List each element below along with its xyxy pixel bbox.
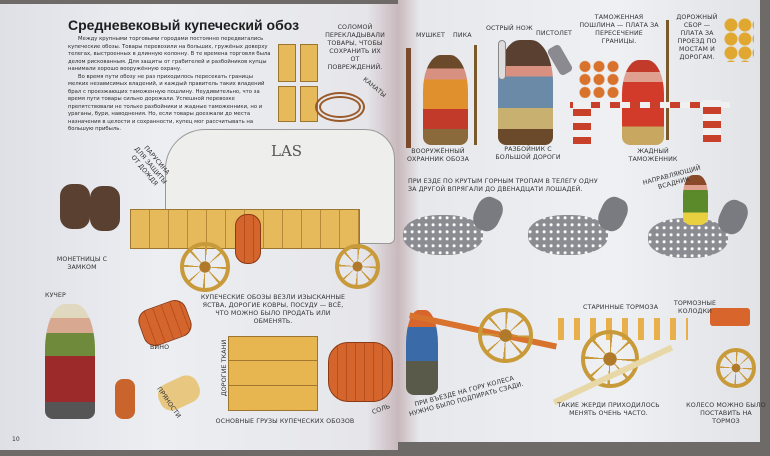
wine-barrel-illustration <box>135 296 195 350</box>
wheel-illustration <box>478 308 533 363</box>
old-brakes-label: Старинные тормоза <box>583 304 659 311</box>
wine-label: Вино <box>150 344 170 351</box>
fabric-bale-illustration <box>228 336 318 411</box>
rope-coil-illustration <box>315 92 365 122</box>
page-number: 10 <box>12 436 20 443</box>
wagon-mark: LAS <box>271 142 303 160</box>
fabrics-label: Дорогие ткани <box>221 339 228 397</box>
pike-illustration <box>474 45 477 145</box>
musket-illustration <box>406 48 411 148</box>
wagon-wheel <box>180 242 230 292</box>
ropes-label: Канаты <box>361 75 388 100</box>
guard-illustration <box>423 55 468 145</box>
right-page: Мушкет Пика Острый нож Пистолет Таможенн… <box>398 0 766 442</box>
goods-caption: Купеческие обозы везли изысканные яства,… <box>200 294 346 325</box>
straw-label: Соломой перекладывали товары, чтобы сохр… <box>325 24 385 71</box>
customs-duty-label: Таможенная пошлина — плата за пересечени… <box>579 14 659 45</box>
horse-illustration <box>403 215 483 255</box>
horse-illustration <box>648 218 728 258</box>
pistol-label: Пистолет <box>536 30 573 37</box>
straw-bundle-illustration <box>278 44 296 82</box>
main-cargo-label: Основные грузы купеческих обозов <box>215 418 355 425</box>
wheel-illustration <box>716 348 756 388</box>
brake-pads-illustration <box>710 308 750 326</box>
knife-label: Острый нож <box>486 25 533 32</box>
coachman-label: Кучер <box>45 292 66 299</box>
robber-label: Разбойник с большой дороги <box>495 146 561 161</box>
horses-caption: При езде по крутым горным тропам в телег… <box>408 178 598 193</box>
wheel-brake-label: Колесо можно было поставить на тормоз <box>686 402 766 425</box>
wagon-barrel <box>235 214 261 264</box>
paragraph: Во время пути обозу не раз приходилось п… <box>68 73 265 133</box>
coin-purses-label: Монетницы с замком <box>56 256 108 271</box>
page-title: Средневековый купеческий обоз <box>68 17 300 33</box>
wagon-wheel <box>335 244 380 289</box>
salt-label: Соль <box>371 403 392 417</box>
barrier-post <box>573 102 591 144</box>
straw-bundle-illustration <box>300 86 318 122</box>
toll-coins-illustration <box>724 18 754 62</box>
customs-coins-illustration <box>578 60 620 98</box>
dog-illustration <box>115 379 135 419</box>
lead-rider-illustration <box>683 175 708 225</box>
guard-label: Вооружённый охранник обоза <box>406 148 469 163</box>
knife-illustration <box>498 40 506 80</box>
cart-frame-illustration <box>558 318 688 340</box>
poles-label: Такие жерди приходилось менять очень час… <box>557 402 660 417</box>
straw-bundle-illustration <box>300 44 318 82</box>
paragraph: Между крупными торговыми городами постоя… <box>68 36 271 72</box>
coin-purse-illustration <box>90 186 120 231</box>
intro-text: Между крупными торговыми городами постоя… <box>68 36 273 134</box>
salt-barrel-illustration <box>328 342 393 402</box>
halberd-illustration <box>666 20 669 140</box>
brake-pads-label: Тормозные колодки <box>673 300 717 315</box>
customs-officer-label: Жадный таможенник <box>628 148 678 163</box>
robber-illustration <box>498 40 553 145</box>
barrier-illustration <box>570 102 730 108</box>
barrier-post <box>703 100 721 142</box>
coin-purse-illustration <box>60 184 90 229</box>
road-toll-label: Дорожный сбор — плата за проезд по моста… <box>676 14 718 61</box>
coachman-illustration <box>45 304 95 419</box>
straw-bundle-illustration <box>278 86 296 122</box>
musket-label: Мушкет <box>416 32 445 39</box>
pike-label: Пика <box>453 32 472 39</box>
horse-illustration <box>528 215 608 255</box>
pushing-man-illustration <box>406 310 438 395</box>
left-page: Средневековый купеческий обоз Между круп… <box>0 4 398 450</box>
